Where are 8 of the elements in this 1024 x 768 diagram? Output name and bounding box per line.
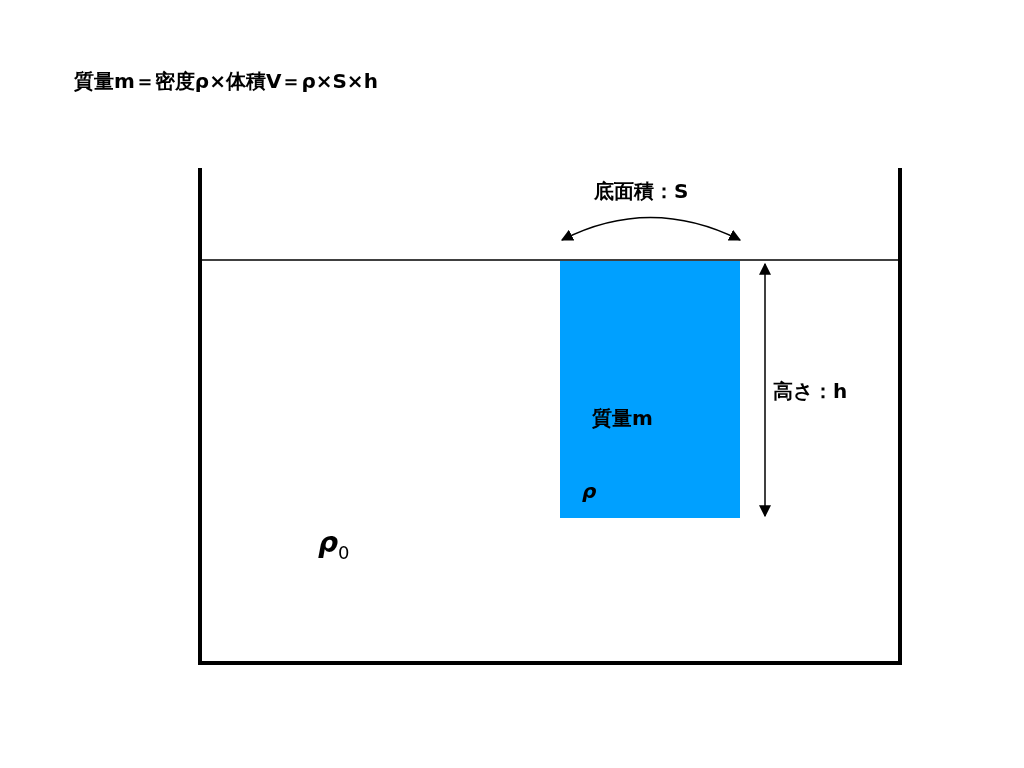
mass-label: 質量m xyxy=(592,405,653,432)
dimension-label: 底面積：S xyxy=(594,178,689,205)
floating-block xyxy=(560,261,740,518)
density-symbol: ρ$_{0}$ xyxy=(318,526,350,563)
title: 質量m＝密度ρ×体積V＝ρ×S×h xyxy=(74,68,378,95)
container-outline xyxy=(198,168,902,665)
density-symbol: ρ xyxy=(582,479,597,503)
dimension-label: 高さ：h xyxy=(773,378,848,405)
